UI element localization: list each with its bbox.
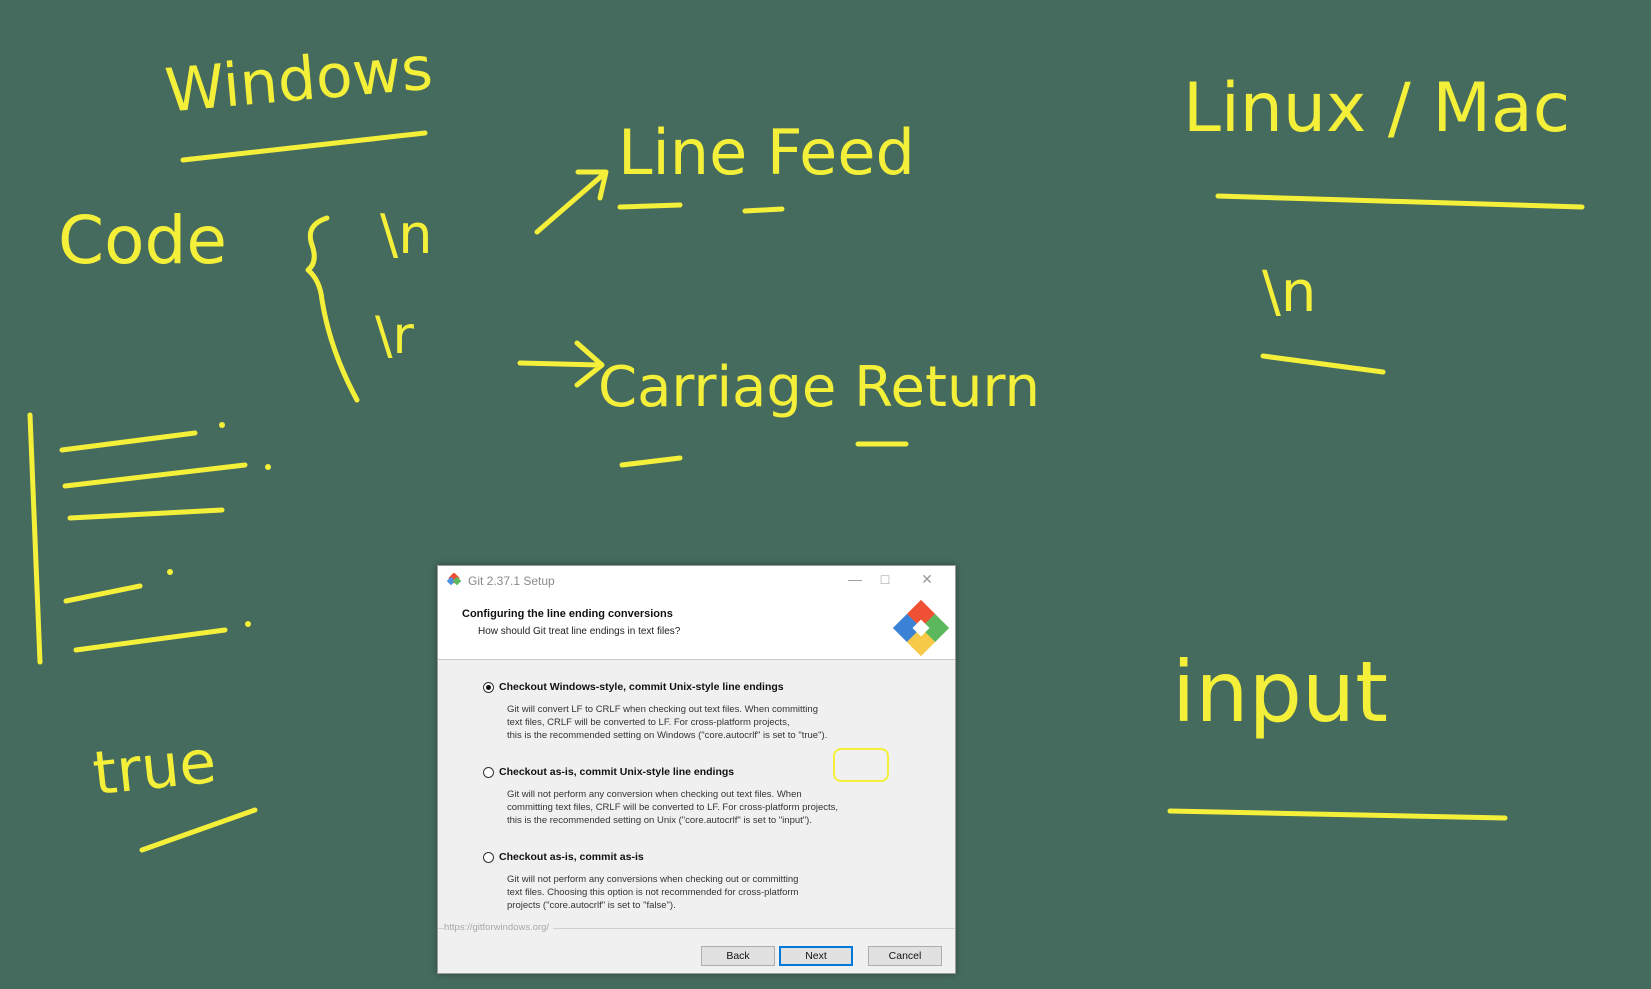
- arrow-line-feed: [534, 169, 609, 235]
- dialog-titlebar: Git 2.37.1 Setup — □ ✕: [438, 566, 955, 596]
- radio-as-is-unix[interactable]: [483, 767, 494, 778]
- true-highlight-circle: [833, 748, 889, 782]
- option-description: Git will convert LF to CRLF when checkin…: [507, 703, 897, 742]
- desc-line: projects ("core.autocrlf" is set to "fal…: [507, 900, 676, 911]
- desc-line: text files. Choosing this option is not …: [507, 887, 799, 898]
- linux-n-underline: [1260, 353, 1386, 375]
- file-sidebar-line: [27, 412, 43, 665]
- desc-line: this is the recommended setting on Windo…: [507, 730, 828, 741]
- true-underline: [139, 807, 258, 853]
- linux-mac-heading: Linux / Mac: [1183, 69, 1571, 148]
- input-underline: [1167, 808, 1508, 821]
- footer-divider: [438, 928, 955, 929]
- code-line-4: [63, 583, 143, 604]
- radio-windows-style[interactable]: [483, 682, 494, 693]
- dialog-header: Configuring the line ending conversions …: [438, 596, 955, 660]
- code-brace: [305, 215, 360, 403]
- input-label: input: [1172, 643, 1389, 741]
- code-line-1: [59, 430, 198, 453]
- desc-line: Git will not perform any conversions whe…: [507, 874, 799, 885]
- desc-line: this is the recommended setting on Unix …: [507, 815, 812, 826]
- arrow-carriage-return: [517, 340, 605, 388]
- code-label: Code: [58, 202, 227, 279]
- git-app-icon: [446, 572, 462, 594]
- maximize-icon: □: [880, 571, 890, 587]
- code-line-3: [67, 507, 225, 521]
- cancel-button[interactable]: Cancel: [868, 946, 942, 966]
- desc-line: Git will not perform any conversion when…: [507, 789, 802, 800]
- back-button[interactable]: Back: [701, 946, 775, 966]
- windows-underline: [180, 130, 428, 163]
- option-label: Checkout Windows-style, commit Unix-styl…: [499, 681, 784, 693]
- linux-escape: \n: [1262, 260, 1317, 325]
- code-line-2: [62, 462, 248, 489]
- line-feed-label: Line Feed: [618, 116, 915, 189]
- radio-as-is-as-is[interactable]: [483, 852, 494, 863]
- minimize-icon[interactable]: —: [848, 571, 862, 587]
- option-label: Checkout as-is, commit Unix-style line e…: [499, 766, 735, 778]
- desc-line: committing text files, CRLF will be conv…: [507, 802, 839, 813]
- next-button[interactable]: Next: [779, 946, 853, 966]
- true-label: true: [89, 726, 220, 810]
- close-icon[interactable]: ✕: [921, 571, 933, 587]
- options-panel: Checkout Windows-style, commit Unix-styl…: [438, 660, 955, 928]
- footer-url-link[interactable]: https://gitforwindows.org/: [444, 922, 554, 933]
- option-label: Checkout as-is, commit as-is: [499, 851, 644, 863]
- option-description: Git will not perform any conversion when…: [507, 788, 897, 827]
- cr-escape: \r: [375, 306, 414, 366]
- carriage-c-underline: [619, 455, 683, 468]
- desc-line: Git will convert LF to CRLF when checkin…: [507, 704, 818, 715]
- code-line-5: [73, 627, 228, 653]
- carriage-return-label: Carriage Return: [598, 355, 1040, 420]
- line-feed-f-underline: [742, 206, 785, 214]
- dialog-title: Git 2.37.1 Setup: [468, 574, 555, 588]
- desc-line: text files, CRLF will be converted to LF…: [507, 717, 790, 728]
- git-setup-dialog: Git 2.37.1 Setup — □ ✕ Configuring the l…: [437, 565, 956, 974]
- line-feed-l-underline: [617, 202, 683, 210]
- lf-escape: \n: [380, 203, 433, 266]
- page-title: Configuring the line ending conversions: [462, 608, 673, 620]
- git-logo-icon: [892, 599, 950, 661]
- dialog-footer: https://gitforwindows.org/ Back Next Can…: [438, 922, 955, 973]
- option-description: Git will not perform any conversions whe…: [507, 873, 897, 912]
- linux-mac-underline: [1215, 193, 1585, 210]
- page-subtitle: How should Git treat line endings in tex…: [478, 626, 681, 637]
